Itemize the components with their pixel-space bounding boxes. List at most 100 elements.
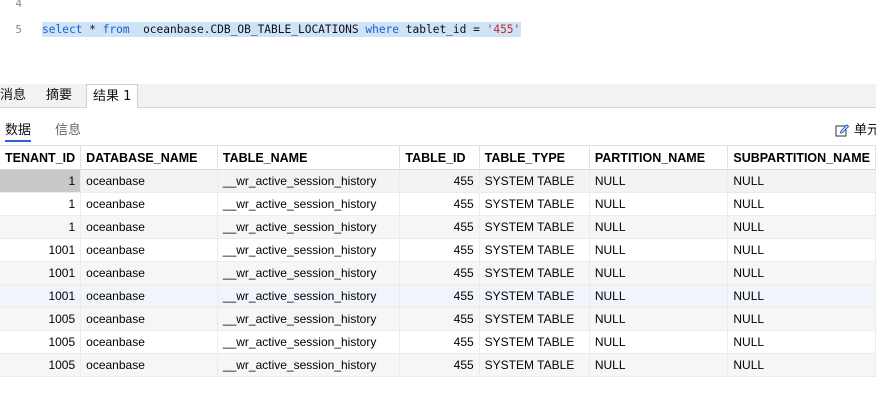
cell-table-type[interactable]: SYSTEM TABLE <box>479 353 590 377</box>
cell-partition-name[interactable]: NULL <box>589 192 729 216</box>
cell-database-name[interactable]: oceanbase <box>80 330 218 354</box>
result-sub-tabs: 数据 信息 单元 <box>0 108 876 144</box>
cell-table-type[interactable]: SYSTEM TABLE <box>479 192 590 216</box>
cell-tenant-id[interactable]: 1005 <box>0 330 82 354</box>
cell-table-id[interactable]: 455 <box>399 261 480 285</box>
tab-info[interactable]: 信息 <box>55 123 82 138</box>
tab-summary[interactable]: 摘要 <box>46 88 73 103</box>
cell-table-name[interactable]: __wr_active_session_history <box>217 192 401 216</box>
cell-tenant-id[interactable]: 1001 <box>0 238 82 262</box>
sql-keyword: where <box>365 23 400 36</box>
cell-database-name[interactable]: oceanbase <box>80 353 218 377</box>
cell-table-name[interactable]: __wr_active_session_history <box>217 215 401 239</box>
cell-table-name[interactable]: __wr_active_session_history <box>217 169 401 193</box>
cell-subpartition-name[interactable]: NULL <box>727 192 876 216</box>
cell-subpartition-name[interactable]: NULL <box>727 307 876 331</box>
cell-partition-name[interactable]: NULL <box>589 169 729 193</box>
cell-database-name[interactable]: oceanbase <box>80 192 218 216</box>
edit-icon <box>835 124 850 137</box>
cell-table-id[interactable]: 455 <box>399 330 480 354</box>
cell-table-type[interactable]: SYSTEM TABLE <box>479 169 590 193</box>
cell-table-type[interactable]: SYSTEM TABLE <box>479 284 590 308</box>
cell-table-name[interactable]: __wr_active_session_history <box>217 353 401 377</box>
column-header-database-name[interactable]: DATABASE_NAME <box>80 146 218 170</box>
cell-partition-name[interactable]: NULL <box>589 284 729 308</box>
cell-table-type[interactable]: SYSTEM TABLE <box>479 330 590 354</box>
cell-table-type[interactable]: SYSTEM TABLE <box>479 261 590 285</box>
cell-partition-name[interactable]: NULL <box>589 330 729 354</box>
line-number: 5 <box>15 23 22 36</box>
cell-tenant-id[interactable]: 1 <box>0 215 82 239</box>
cell-subpartition-name[interactable]: NULL <box>727 353 876 377</box>
cell-subpartition-name[interactable]: NULL <box>727 261 876 285</box>
cell-subpartition-name[interactable]: NULL <box>727 330 876 354</box>
cell-table-id[interactable]: 455 <box>399 215 480 239</box>
cell-tenant-id[interactable]: 1001 <box>0 261 82 285</box>
line-number: 4 <box>15 0 22 10</box>
cell-table-id[interactable]: 455 <box>399 353 480 377</box>
sql-string-literal: '455' <box>486 23 521 36</box>
cell-database-name[interactable]: oceanbase <box>80 284 218 308</box>
cell-partition-name[interactable]: NULL <box>589 261 729 285</box>
column-header-table-name[interactable]: TABLE_NAME <box>217 146 401 170</box>
cell-tenant-id[interactable]: 1001 <box>0 284 82 308</box>
sql-keyword: select <box>42 23 83 36</box>
column-header-table-id[interactable]: TABLE_ID <box>399 146 480 170</box>
cell-subpartition-name[interactable]: NULL <box>727 215 876 239</box>
sql-editor[interactable]: 4 5 select * from oceanbase.CDB_OB_TABLE… <box>0 0 876 84</box>
cell-partition-name[interactable]: NULL <box>589 215 729 239</box>
cell-database-name[interactable]: oceanbase <box>80 238 218 262</box>
cell-partition-name[interactable]: NULL <box>589 353 729 377</box>
tab-result-1[interactable]: 结果 1 <box>86 84 139 108</box>
cell-table-name[interactable]: __wr_active_session_history <box>217 238 401 262</box>
grid-header-row: TENANT_ID DATABASE_NAME TABLE_NAME TABLE… <box>0 146 876 170</box>
sql-keyword: from <box>102 23 130 36</box>
cell-table-id[interactable]: 455 <box>399 307 480 331</box>
column-header-subpartition-name[interactable]: SUBPARTITION_NAME <box>727 146 876 170</box>
cell-partition-name[interactable]: NULL <box>589 238 729 262</box>
cell-table-id[interactable]: 455 <box>399 169 480 193</box>
cell-subpartition-name[interactable]: NULL <box>727 238 876 262</box>
cell-tenant-id[interactable]: 1005 <box>0 353 82 377</box>
cell-table-name[interactable]: __wr_active_session_history <box>217 261 401 285</box>
cell-table-type[interactable]: SYSTEM TABLE <box>479 307 590 331</box>
cell-table-id[interactable]: 455 <box>399 238 480 262</box>
column-header-table-type[interactable]: TABLE_TYPE <box>479 146 590 170</box>
cell-partition-name[interactable]: NULL <box>589 307 729 331</box>
cell-database-name[interactable]: oceanbase <box>80 261 218 285</box>
cell-view-label: 单元 <box>854 123 876 138</box>
column-header-partition-name[interactable]: PARTITION_NAME <box>589 146 729 170</box>
cell-view-button[interactable]: 单元 <box>835 119 876 138</box>
cell-database-name[interactable]: oceanbase <box>80 215 218 239</box>
cell-subpartition-name[interactable]: NULL <box>727 284 876 308</box>
result-grid[interactable]: TENANT_ID DATABASE_NAME TABLE_NAME TABLE… <box>0 145 876 377</box>
cell-table-name[interactable]: __wr_active_session_history <box>217 307 401 331</box>
cell-table-type[interactable]: SYSTEM TABLE <box>479 215 590 239</box>
column-header-tenant-id[interactable]: TENANT_ID <box>0 146 82 170</box>
cell-table-id[interactable]: 455 <box>399 192 480 216</box>
cell-database-name[interactable]: oceanbase <box>80 307 218 331</box>
cell-tenant-id[interactable]: 1005 <box>0 307 82 331</box>
cell-table-id[interactable]: 455 <box>399 284 480 308</box>
tab-data[interactable]: 数据 <box>5 119 32 142</box>
cell-tenant-id[interactable]: 1 <box>0 192 82 216</box>
line-number-gutter: 4 5 <box>0 0 24 84</box>
cell-subpartition-name[interactable]: NULL <box>727 169 876 193</box>
cell-table-name[interactable]: __wr_active_session_history <box>217 284 401 308</box>
cell-tenant-id[interactable]: 1 <box>0 169 82 193</box>
tab-messages[interactable]: 消息 <box>0 88 27 103</box>
cell-table-name[interactable]: __wr_active_session_history <box>217 330 401 354</box>
cell-table-type[interactable]: SYSTEM TABLE <box>479 238 590 262</box>
sql-statement[interactable]: select * from oceanbase.CDB_OB_TABLE_LOC… <box>42 22 522 37</box>
cell-database-name[interactable]: oceanbase <box>80 169 218 193</box>
sql-table-name: oceanbase.CDB_OB_TABLE_LOCATIONS <box>129 23 366 36</box>
